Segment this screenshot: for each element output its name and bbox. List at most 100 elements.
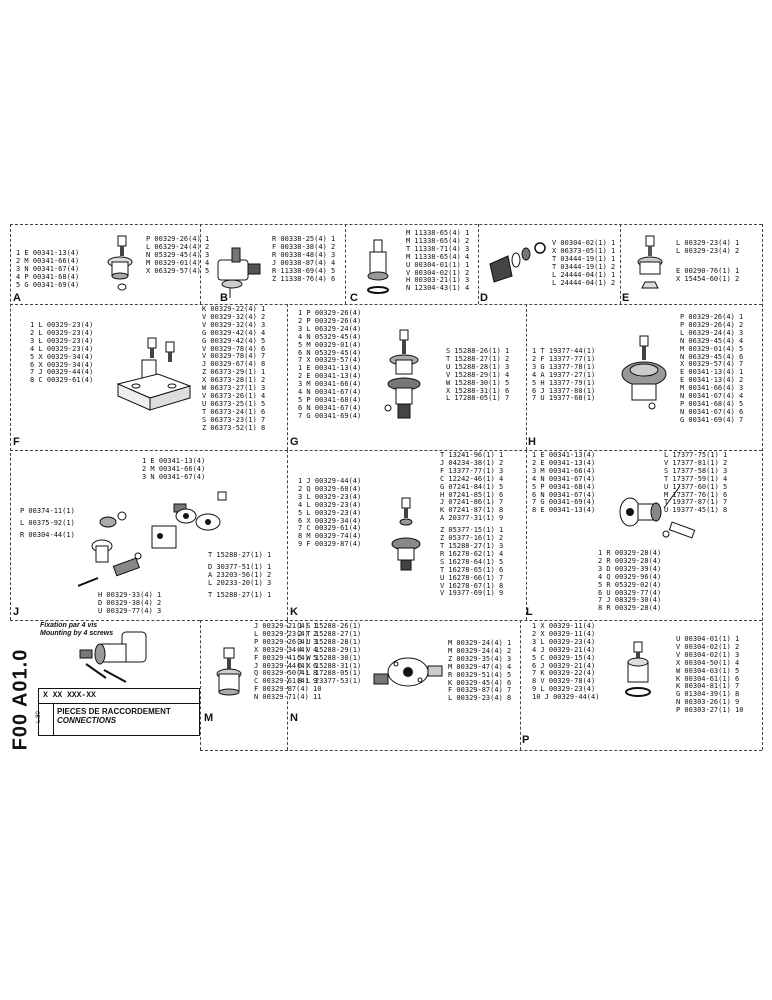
section-j-letter: J (13, 606, 20, 618)
section-g-left-list: 1 P 00329-26(4) 2 P 00329-26(4) 3 L 0632… (298, 309, 362, 421)
section-m-plug-drawing (216, 647, 242, 696)
list-item: 2 R 00329-28(4) (598, 556, 662, 565)
grid-line-cd (478, 224, 479, 304)
section-a-fitting-drawing (107, 235, 133, 291)
list-item: 1 E 00341-13(4) (142, 457, 206, 465)
list-item: L 24444-04(1) 2 (552, 278, 616, 287)
section-g-swivel-drawing (384, 329, 421, 419)
list-item: N 00329-71(4) 11 (254, 693, 322, 702)
section-l-right-list: L 17377-75(1) 1 V 17377-81(1) 2 S 17377-… (664, 451, 728, 515)
section-p-right-list: U 00304-01(1) 1 V 00304-02(1) 2 V 00304-… (676, 635, 744, 715)
list-item: M 00329-24(4) 2 (448, 646, 512, 655)
list-item: U 16278-66(1) 7 (440, 573, 504, 582)
list-item: 2 Q 00329-60(4) (298, 484, 362, 493)
list-item: V 00304-02(1) 2 (676, 642, 740, 651)
list-item: 1 E 00341-13(4) (532, 451, 596, 459)
list-item: G 01304-39(1) 8 (676, 690, 740, 699)
list-item: 4 J 00329-21(4) (532, 645, 596, 654)
list-item: P 00303-27(1) 10 (676, 706, 744, 715)
list-item: X 15288-31(1) 6 (446, 386, 510, 395)
list-item: R 00338-48(4) 3 (272, 250, 336, 259)
list-item: T 15288-27(1) 3 (440, 541, 504, 550)
list-item: 4 N 00341-67(4) (298, 388, 362, 397)
list-item: L 06329-24(4) 3 (680, 328, 744, 337)
section-f-block-drawing (116, 337, 192, 411)
list-item: V 00304-02(1) 3 (676, 650, 740, 659)
list-item: 1 S 15288-26(1) (298, 622, 362, 630)
list-item: P 00329-26(4) 1 (680, 313, 744, 321)
list-item: 4 L 00329-23(4) (30, 344, 94, 353)
list-item: 3 L 00329-23(4) (30, 336, 94, 345)
list-item: T 13241-96(1) 1 (440, 451, 504, 459)
list-item: M 17377-76(1) 6 (664, 490, 728, 499)
list-item: N 00341-67(4) 6 (680, 407, 744, 416)
section-a-right-list: P 00329-26(4) 1 L 06329-24(4) 2 N 05329-… (146, 235, 209, 276)
grid-line-np (520, 620, 521, 750)
section-k-right-list: T 13241-96(1) 1 J 04234-38(1) 2 F 13377-… (440, 451, 504, 598)
list-item: 6 N 00341-67(4) (298, 403, 362, 412)
grid-line-fg (287, 304, 288, 450)
grid-line-kl (526, 450, 527, 620)
list-item: X 15454-60(1) 2 (676, 274, 740, 283)
list-item: 7 U 19377-68(1) (532, 394, 596, 403)
list-item: T 03444-19(1) 1 (552, 254, 616, 263)
list-item: R 00329-51(4) 5 (448, 670, 512, 679)
list-item: 4 A 19377-27(1) (532, 370, 596, 379)
list-item: 2 X 00329-11(4) (532, 629, 596, 638)
section-l-letter: L (526, 606, 533, 618)
section-m-letter: M (204, 712, 214, 724)
list-item: V 00304-02(1) 1 (552, 239, 616, 247)
grid-line-bottom (200, 750, 762, 751)
list-item: 7 G 00341-69(4) (532, 498, 596, 507)
section-p-adapter-drawing (625, 641, 651, 697)
list-item: L 00329-23(4) 8 (448, 694, 512, 703)
list-item: U 06373-25(1) 5 (202, 399, 266, 408)
grid-line-mn (287, 620, 288, 750)
list-item: 3 M 00341-66(4) (298, 380, 362, 389)
list-item: L 17288-05(1) 7 (446, 394, 510, 403)
list-item: 8 E 00341-13(4) (532, 506, 596, 515)
list-item: X 00329-57(4) 7 (680, 360, 744, 369)
list-item: N 06329-45(4) 4 (680, 336, 744, 345)
list-item: L 00375-92(1) (20, 518, 75, 527)
grid-line-ab (200, 224, 201, 304)
list-item: 6 X 15288-31(1) (298, 661, 362, 670)
list-item: V 00329-78(4) 7 (202, 352, 266, 361)
fixation-note-en: Mounting by 4 screws (40, 630, 114, 637)
list-item: 8 C 00329-61(4) (30, 376, 94, 385)
list-item: M 11338-65(4) 2 (406, 236, 470, 245)
list-item: 8 L 23377-53(1) (298, 677, 362, 686)
section-j-exploded-drawing (78, 491, 227, 587)
list-item: C 12242-46(1) 4 (440, 474, 504, 483)
section-l-left-list: 1 E 00341-13(4) 2 E 00341-13(4) 3 M 0034… (532, 451, 596, 515)
grid-line-gh (526, 304, 527, 450)
list-item: V 00329-78(4) 6 (202, 344, 266, 353)
section-f-left-list: 1 L 00329-23(4) 2 L 00329-23(4) 3 L 0032… (30, 321, 94, 385)
list-item: 5 G 00341-69(4) (16, 280, 80, 289)
grid-line-left (10, 224, 11, 620)
list-item: T 15288-27(1) 2 (446, 354, 510, 363)
grid-line-jk (287, 450, 288, 620)
list-item: 7 L 17288-05(1) (298, 669, 362, 678)
list-item: V 00329-32(4) 3 (202, 320, 266, 329)
list-item: 2 M 00341-66(4) (142, 464, 206, 473)
list-item: Z 06373-52(1) 8 (202, 423, 266, 432)
list-item: 1 L 00329-23(4) (30, 321, 94, 329)
list-item: 2 T 15288-27(1) (298, 629, 362, 638)
list-item: P 00329-26(4) 2 (680, 320, 744, 329)
list-item: U 19377-45(1) 8 (664, 506, 728, 515)
title-block-code: X XX XXX-XX (39, 689, 199, 704)
section-k-union-drawing (391, 497, 421, 571)
fixation-note: Fixation par 4 vis Mounting by 4 screws (40, 622, 113, 638)
list-item: T 15288-27(1) 1 (208, 590, 272, 599)
list-item: H 07241-85(1) 6 (440, 490, 504, 499)
grid-line-de (620, 224, 621, 304)
list-item: T 15288-27(1) 1 (208, 551, 272, 559)
list-item: G 00329-42(4) 5 (202, 336, 266, 345)
section-d-letter: D (480, 292, 488, 304)
list-item: M 00341-66(4) 3 (680, 384, 744, 393)
list-item: 3 L 00329-23(4) (532, 637, 596, 646)
list-item: N 06329-45(4) 6 (680, 352, 744, 361)
list-item: 3 M 00341-66(4) (532, 466, 596, 475)
list-item: 1 E 00341-13(4) (16, 249, 80, 257)
